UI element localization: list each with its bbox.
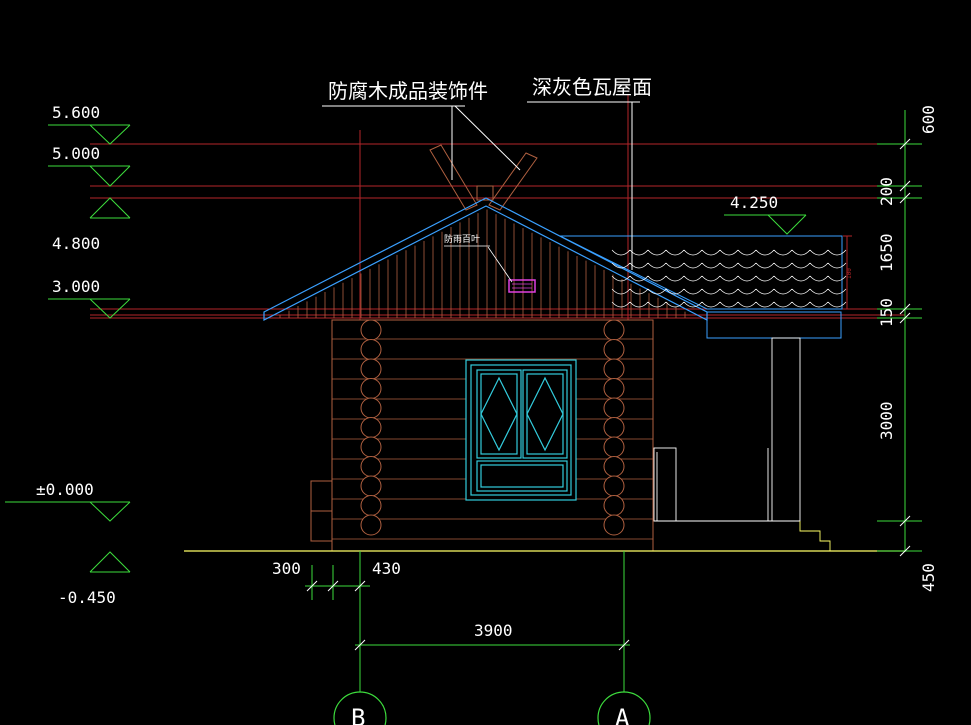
log-end <box>603 495 625 516</box>
log-end <box>360 456 382 477</box>
tile-height-dim: 100 <box>846 268 853 279</box>
dim-3000: 3000 <box>877 401 896 440</box>
ridge-decoration <box>429 144 538 211</box>
gable-roof <box>263 197 708 321</box>
roof-tile-row <box>611 262 847 269</box>
porch-steps <box>799 521 842 552</box>
dim-430: 430 <box>372 559 401 578</box>
log-end <box>603 475 625 497</box>
elev-3000: 3.000 <box>52 277 100 296</box>
log-end <box>360 436 382 458</box>
red-level-lines <box>90 95 905 320</box>
dim-450: 450 <box>919 563 938 592</box>
elev-5000: 5.000 <box>52 144 100 163</box>
dim-150: 150 <box>877 298 896 327</box>
log-end <box>603 456 625 477</box>
elev-4800: 4.800 <box>52 234 100 253</box>
gable-boards <box>279 209 686 318</box>
right-dimension-chain <box>877 110 922 557</box>
log-end <box>360 339 382 360</box>
callout-leaders <box>322 101 640 270</box>
elev-0000: ±0.000 <box>36 480 94 499</box>
dim-200: 200 <box>877 177 896 206</box>
log-end <box>360 475 382 497</box>
roof-tile-row <box>611 301 847 308</box>
log-end <box>360 514 382 536</box>
log-end <box>603 378 625 399</box>
left-elevation-texts: 5.600 5.000 4.800 3.000 ±0.000 -0.450 4.… <box>36 103 778 607</box>
bottom-dimensions <box>305 551 630 700</box>
axis-label-a: A <box>615 704 630 725</box>
dim-3900: 3900 <box>474 621 513 640</box>
log-end <box>360 397 382 419</box>
rain-louver-vent <box>444 245 536 293</box>
roof-tile-row <box>611 275 847 282</box>
log-end <box>603 358 625 380</box>
roof-tile-row <box>611 288 847 295</box>
dim-600: 600 <box>919 105 938 134</box>
bottom-dimension-texts: 300 430 3900 <box>272 559 513 640</box>
axis-bubble-b <box>333 691 387 725</box>
axis-bubbles <box>333 691 651 725</box>
dim-1650: 1650 <box>877 233 896 272</box>
tiled-side-roof: 100 <box>559 235 853 339</box>
left-elevation-marks <box>5 124 807 573</box>
log-end <box>360 319 382 341</box>
roof-tile-row <box>611 249 847 256</box>
dim-300: 300 <box>272 559 301 578</box>
log-end-circles <box>360 319 625 536</box>
log-end <box>603 514 625 536</box>
log-end <box>603 319 625 341</box>
elev-m0450: -0.450 <box>58 588 116 607</box>
vent-label: 防雨百叶 <box>444 233 480 245</box>
decor-label: 防腐木成品装饰件 <box>328 79 488 103</box>
elev-5600: 5.600 <box>52 103 100 122</box>
right-dimension-texts: 600 200 1650 150 3000 450 <box>877 105 938 592</box>
log-end <box>603 397 625 419</box>
elev-4250: 4.250 <box>730 193 778 212</box>
log-end <box>360 358 382 380</box>
log-end <box>360 378 382 399</box>
log-end <box>360 417 382 438</box>
log-end <box>603 417 625 438</box>
porch <box>653 337 801 522</box>
log-end <box>603 436 625 458</box>
log-end <box>603 339 625 360</box>
axis-bubble-a <box>597 691 651 725</box>
axis-label-b: B <box>351 704 365 725</box>
window <box>465 359 577 501</box>
log-end <box>360 495 382 516</box>
roof-label: 深灰色瓦屋面 <box>532 75 652 99</box>
